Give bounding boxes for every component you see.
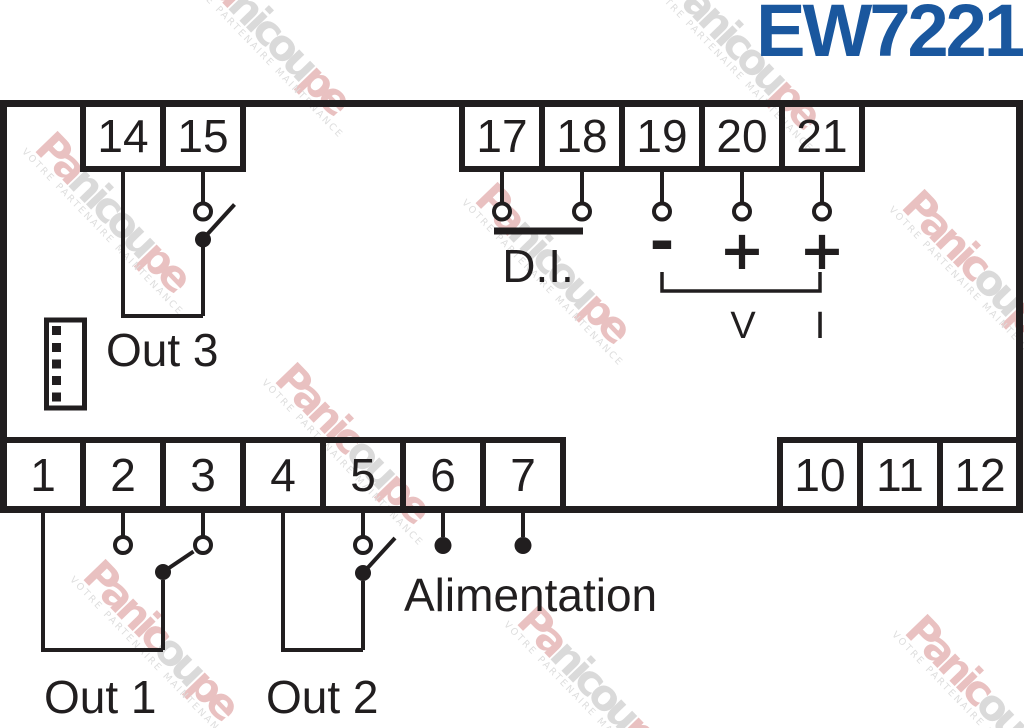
minus-label: - [650, 207, 675, 277]
terminal-box-7: 7 [480, 437, 566, 513]
out3-pivot-dot [195, 231, 211, 248]
out1-contact-circle-2 [113, 535, 133, 555]
terminal-label: 6 [430, 449, 456, 501]
terminal-label: 15 [177, 110, 229, 162]
terminal-19-contact [652, 201, 672, 222]
terminal-box-18: 18 [539, 100, 625, 172]
terminal-21-contact [812, 201, 832, 222]
power-dot-7 [514, 537, 532, 554]
terminal-label: 17 [476, 110, 528, 162]
terminal-label: 10 [794, 449, 846, 501]
out2-label: Out 2 [266, 671, 379, 723]
terminal-box-21: 21 [779, 100, 865, 172]
volt-label: V [730, 305, 756, 347]
power-dot-6 [434, 537, 452, 554]
terminal-label: 19 [636, 110, 688, 162]
terminal-box-10: 10 [777, 437, 863, 513]
terminal-18-contact [572, 201, 592, 222]
terminal-label: 12 [954, 449, 1006, 501]
terminal-box-17: 17 [459, 100, 545, 172]
terminal-box-5: 5 [320, 437, 406, 513]
terminal-box-11: 11 [857, 437, 943, 513]
plus-i-label: + [799, 219, 844, 282]
terminal-label: 3 [190, 449, 216, 501]
terminal-box-14: 14 [80, 100, 166, 172]
di-label: D.I. [502, 240, 574, 292]
connector-pin [52, 392, 61, 402]
out2-pivot-dot [355, 565, 371, 581]
terminal-label: 1 [30, 449, 56, 501]
terminal-label: 14 [97, 110, 149, 162]
terminal-label: 5 [350, 449, 376, 501]
terminal-box-20: 20 [699, 100, 785, 172]
out3-label: Out 3 [106, 324, 219, 376]
current-label: I [815, 305, 826, 347]
terminal-label: 21 [796, 110, 848, 162]
terminal-label: 18 [556, 110, 608, 162]
terminal-box-4: 4 [240, 437, 326, 513]
terminal-20-contact [732, 201, 752, 222]
terminal-label: 2 [110, 449, 136, 501]
terminal-box-6: 6 [400, 437, 486, 513]
connector-pin [52, 343, 61, 352]
terminal-box-1: 1 [0, 437, 86, 513]
terminal-box-15: 15 [160, 100, 246, 172]
terminal-17-contact [492, 201, 512, 222]
out3-contact-circle [193, 201, 213, 222]
connector-pin [52, 359, 61, 369]
terminal-box-12: 12 [937, 437, 1023, 513]
out2-contact-circle [353, 535, 373, 555]
product-title: EW7221 [756, 0, 1024, 72]
connector-pin [52, 326, 61, 335]
terminal-box-3: 3 [160, 437, 246, 513]
out1-pivot-dot [155, 564, 171, 580]
terminal-label: 4 [270, 449, 296, 501]
out3-switch-lever [201, 203, 236, 241]
terminal-box-19: 19 [619, 100, 705, 172]
vi-range-bracket [660, 272, 822, 293]
terminal-label: 11 [876, 449, 924, 501]
terminal-label: 7 [510, 449, 536, 501]
terminal-label: 20 [716, 110, 768, 162]
terminal-box-2: 2 [80, 437, 166, 513]
connector-pin [52, 376, 61, 385]
out1-label: Out 1 [44, 671, 157, 723]
out1-contact-circle-3 [193, 535, 213, 555]
plus-v-label: + [719, 219, 764, 282]
power-label: Alimentation [404, 569, 657, 621]
